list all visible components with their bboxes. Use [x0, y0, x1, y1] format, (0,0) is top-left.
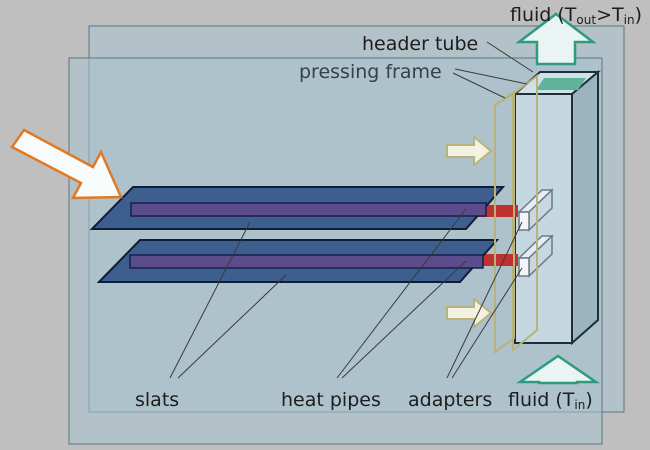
header-tube	[512, 69, 601, 346]
heat-pipe-lower	[129, 254, 484, 269]
header-tube-label: header tube	[362, 33, 479, 55]
header-tube-opening	[536, 78, 586, 90]
heat-pipe-upper	[130, 202, 487, 217]
adapter-upper	[517, 188, 554, 232]
adapters-label: adapters	[408, 389, 493, 411]
leader-lines	[169, 41, 534, 379]
fluid-in-arrow	[515, 354, 601, 385]
arrow-right-lower	[446, 296, 493, 330]
heat-pipes-label: heat pipes	[281, 389, 381, 411]
slats-label: slats	[135, 389, 180, 411]
fluid-out-label: fluid (Tout>Tin)	[510, 4, 642, 27]
adapter-lower	[517, 234, 554, 278]
arrow-right-upper	[446, 134, 493, 168]
radiation-arrow	[10, 128, 123, 200]
slat-lower	[96, 239, 500, 283]
heat-pipe-end-upper	[478, 205, 518, 217]
pressing-frame-label: pressing frame	[299, 61, 442, 83]
pressing-frame-front	[494, 90, 515, 354]
slat-upper	[89, 186, 506, 230]
fluid-in-label: fluid (Tin)	[508, 389, 593, 412]
fluid-out-arrow	[515, 12, 597, 66]
